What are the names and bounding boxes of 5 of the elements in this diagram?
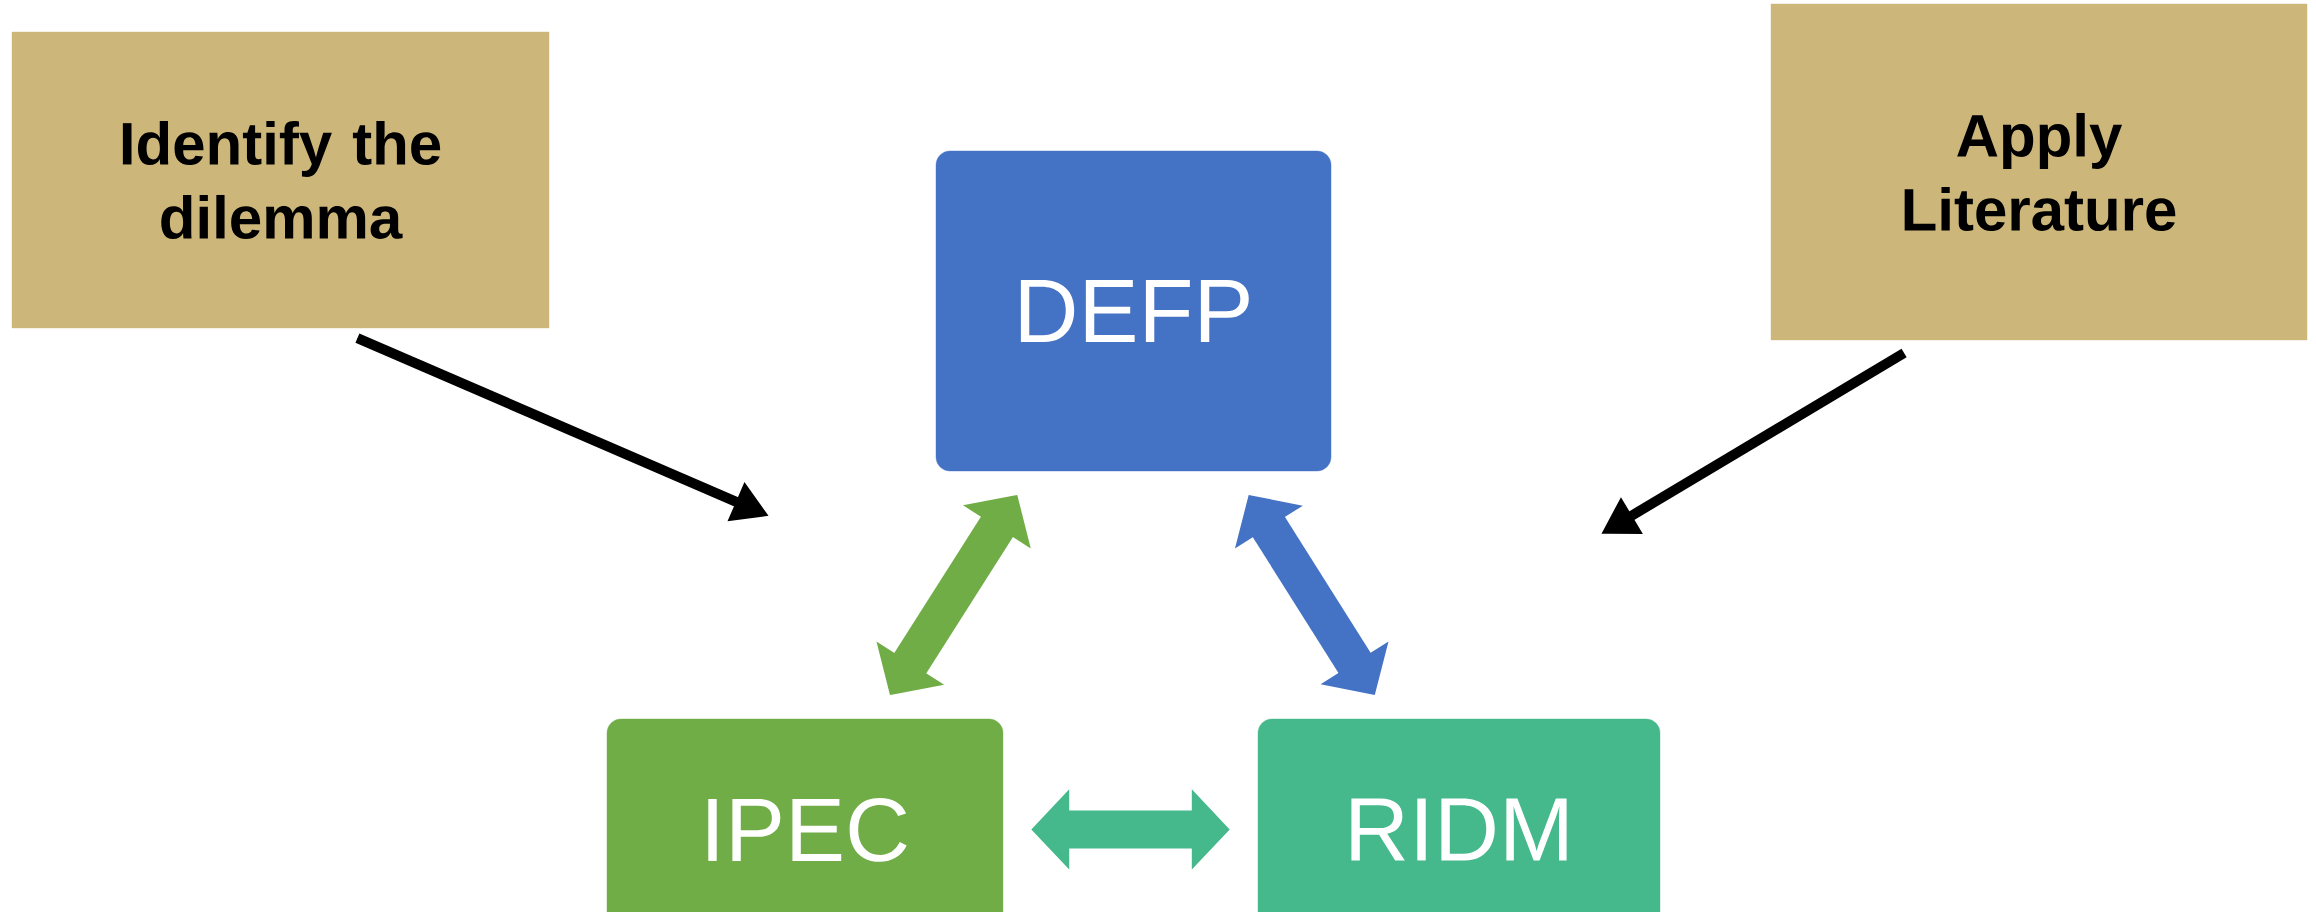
process-box: IPEC [606, 718, 1004, 912]
label-box: Apply Literature [1770, 3, 2308, 341]
label-box: Identify the dilemma [11, 31, 550, 329]
process-box: RIDM [1257, 718, 1661, 912]
process-box: DEFP [935, 150, 1332, 472]
